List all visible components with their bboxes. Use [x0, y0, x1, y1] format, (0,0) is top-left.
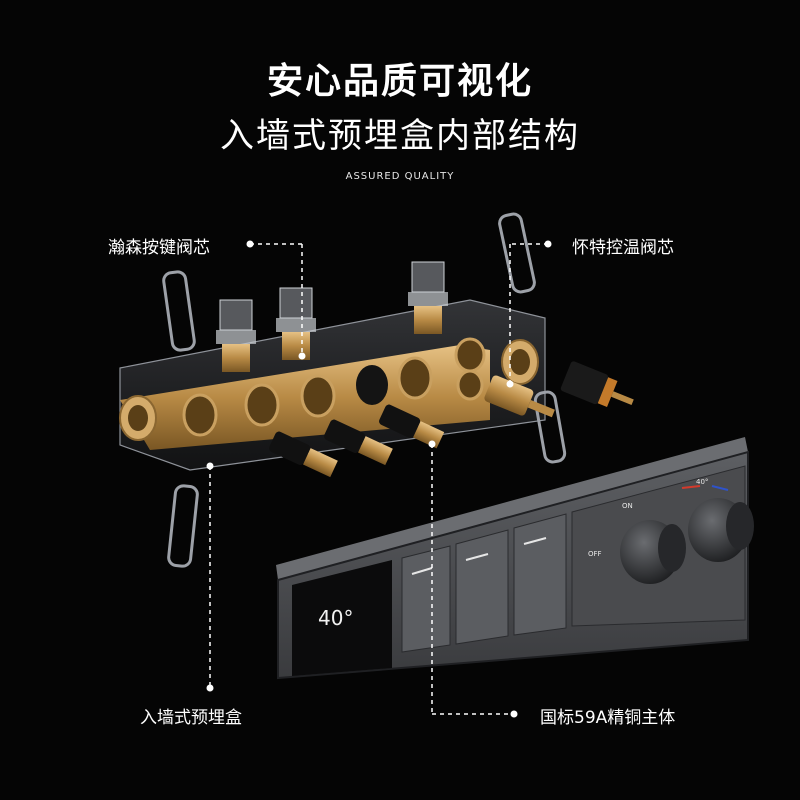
callout-thermostatic-valve-core: 怀特控温阀芯: [572, 238, 674, 258]
shower-control-panel: [276, 437, 754, 680]
callout-lines: [209, 243, 548, 715]
valve-cartridges: [269, 361, 634, 478]
subheadline: 入墙式预埋盒内部结构: [220, 116, 580, 156]
callout-button-valve-core: 瀚森按键阀芯: [108, 238, 210, 258]
dial-on-label: ON: [622, 502, 633, 510]
dial-off-label: OFF: [588, 550, 602, 558]
dial-temp-label: 40°: [696, 478, 708, 486]
english-tagline: ASSURED QUALITY: [345, 171, 455, 182]
callout-brass-body: 国标59A精铜主体: [540, 708, 676, 728]
callout-embedded-box: 入墙式预埋盒: [140, 708, 242, 728]
callout-dots: [206, 240, 552, 718]
valve-caps: [216, 261, 448, 372]
headline: 安心品质可视化: [266, 61, 533, 102]
temperature-display: 40°: [318, 606, 354, 630]
